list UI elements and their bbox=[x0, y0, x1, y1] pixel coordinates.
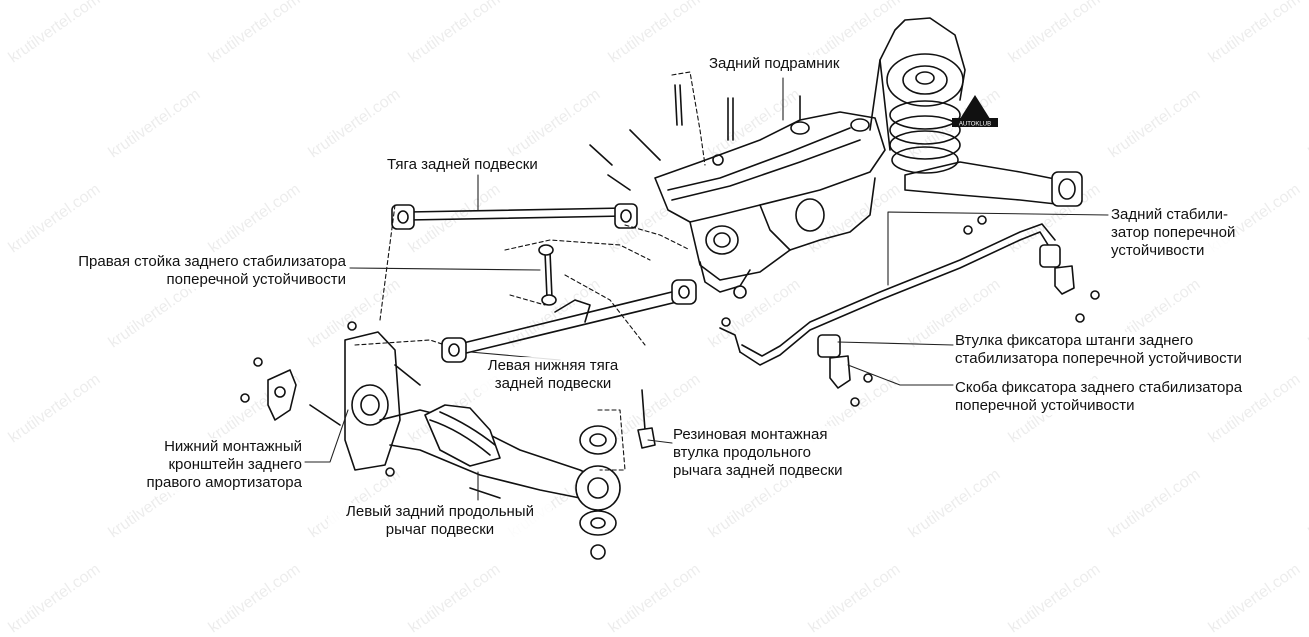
label-lower-link: Левая нижняя тяга задней подвески bbox=[478, 357, 628, 393]
bolts bbox=[240, 84, 1100, 499]
label-rubber-bushing: Резиновая монтажная втулка продольного р… bbox=[673, 426, 843, 480]
trailing-arm-part bbox=[344, 331, 621, 511]
rear-link-part bbox=[391, 203, 638, 230]
suspension-drawing: AUTOKLUB bbox=[240, 17, 1109, 560]
subframe-part bbox=[654, 111, 886, 293]
shock-bracket-part bbox=[267, 369, 297, 421]
assembly-lines bbox=[354, 71, 706, 471]
label-stabilizer: Задний стабили- затор поперечной устойчи… bbox=[1111, 206, 1236, 260]
label-stab-link: Правая стойка заднего стабилизатора попе… bbox=[30, 253, 346, 289]
label-trailing-arm: Левый задний продольный рычаг подвески bbox=[328, 503, 552, 539]
stab-link-part bbox=[538, 244, 557, 306]
coil-spring-part bbox=[886, 53, 964, 174]
stabilizer-bar-part bbox=[719, 223, 1075, 389]
label-rear-link: Тяга задней подвески bbox=[387, 156, 538, 174]
label-shock-bracket: Нижний монтажный кронштейн заднего право… bbox=[130, 438, 302, 492]
rubber-bushing-parts bbox=[579, 389, 656, 560]
autoclub-logo bbox=[952, 95, 998, 127]
label-stab-bracket: Скоба фиксатора заднего стабилизатора по… bbox=[955, 379, 1243, 415]
label-subframe: Задний подрамник bbox=[709, 55, 840, 73]
leader-lines bbox=[304, 77, 1109, 501]
lower-link-part bbox=[441, 279, 697, 363]
label-stab-bushing: Втулка фиксатора штанги заднего стабилиз… bbox=[955, 332, 1242, 368]
upper-arm-part bbox=[869, 17, 1083, 207]
logo-text: AUTOKLUB bbox=[959, 122, 991, 128]
